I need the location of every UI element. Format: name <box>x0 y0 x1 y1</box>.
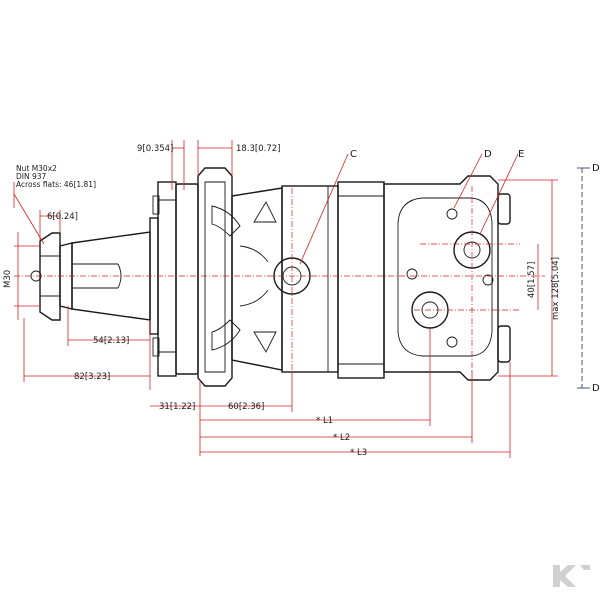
callout-d: D <box>484 149 492 160</box>
dim-m30: M30 <box>3 270 13 288</box>
dim-31: 31[1.22] <box>159 402 195 412</box>
nut-note-line2: DIN 937 <box>16 172 47 181</box>
callout-e: E <box>518 149 524 160</box>
section-label-bottom: D <box>592 383 600 394</box>
label-l2: * L2 <box>333 433 350 443</box>
section-label-top: D <box>592 163 600 174</box>
motor-outline <box>30 167 511 387</box>
label-l3: * L3 <box>350 448 367 458</box>
dim-60: 60[2.36] <box>228 402 264 412</box>
dim-40: 40[1.57] <box>527 262 537 298</box>
callout-labels: C D E D D <box>350 149 600 394</box>
nut-note-line3: Across flats: 46[1.81] <box>16 180 96 189</box>
dim-18-3: 18.3[0.72] <box>236 144 280 154</box>
dimension-lines <box>13 140 558 458</box>
dim-82: 82[3.23] <box>74 372 110 382</box>
brand-logo-icon <box>553 565 590 587</box>
center-lines <box>14 186 545 372</box>
nut-note: Nut M30x2 DIN 937 Across flats: 46[1.81] <box>16 164 96 189</box>
nut-note-line1: Nut M30x2 <box>16 164 57 173</box>
section-marker <box>577 167 590 389</box>
length-labels: * L1 * L2 * L3 <box>316 416 367 458</box>
dim-6: 6[0.24] <box>47 212 78 222</box>
dim-54: 54[2.13] <box>93 336 129 346</box>
callout-c: C <box>350 149 357 160</box>
dimension-texts: 9[0.354] 18.3[0.72] 6[0.24] M30 54[2.13]… <box>3 144 561 412</box>
label-l1: * L1 <box>316 416 333 426</box>
dim-9: 9[0.354] <box>137 144 173 154</box>
dim-128: max 128[5.04] <box>551 257 561 320</box>
